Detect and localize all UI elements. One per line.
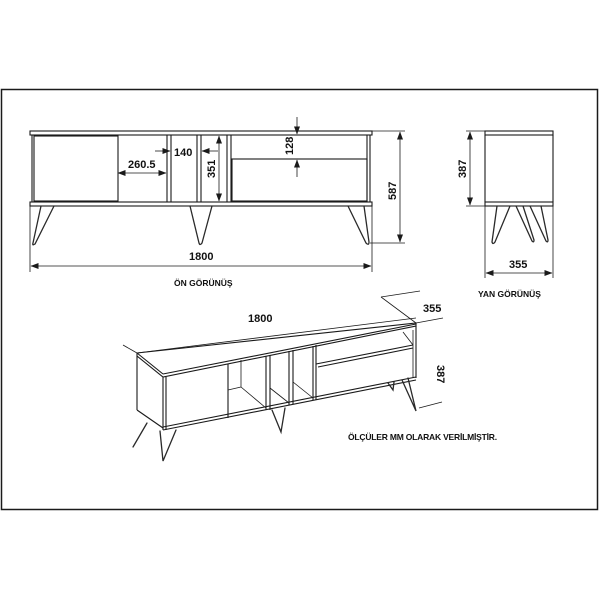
dim-side-height: 387 [457, 160, 469, 178]
units-note: ÖLÇÜLER MM OLARAK VERİLMİŞTİR. [348, 432, 497, 442]
drawing-frame [0, 88, 599, 511]
dim-drawer-height: 128 [284, 137, 296, 155]
dim-iso-depth: 355 [423, 303, 441, 315]
dim-shelf-width: 260.5 [128, 159, 156, 171]
front-view-caption: ÖN GÖRÜNÜŞ [174, 278, 233, 288]
leg-middle [189, 205, 213, 246]
side-view-caption: YAN GÖRÜNÜŞ [478, 289, 541, 299]
front-drawer [231, 158, 368, 202]
dim-inner-height: 351 [206, 160, 218, 178]
front-door [33, 135, 119, 202]
side-view: 387 355 YAN GÖRÜNÜŞ [457, 130, 554, 299]
leg-left [32, 205, 55, 246]
dim-total-width: 1800 [189, 251, 213, 263]
dim-total-height: 587 [387, 182, 399, 200]
dim-side-depth: 355 [509, 259, 527, 271]
leg-right [347, 205, 370, 245]
isometric-view: 1800 355 387 [122, 290, 446, 462]
dim-partition-gap: 140 [174, 147, 192, 159]
front-view: 260.5 140 351 128 587 1800 ÖN GÖRÜNÜŞ [29, 117, 405, 288]
dim-iso-length: 1800 [248, 313, 272, 325]
dim-iso-height: 387 [434, 365, 446, 383]
